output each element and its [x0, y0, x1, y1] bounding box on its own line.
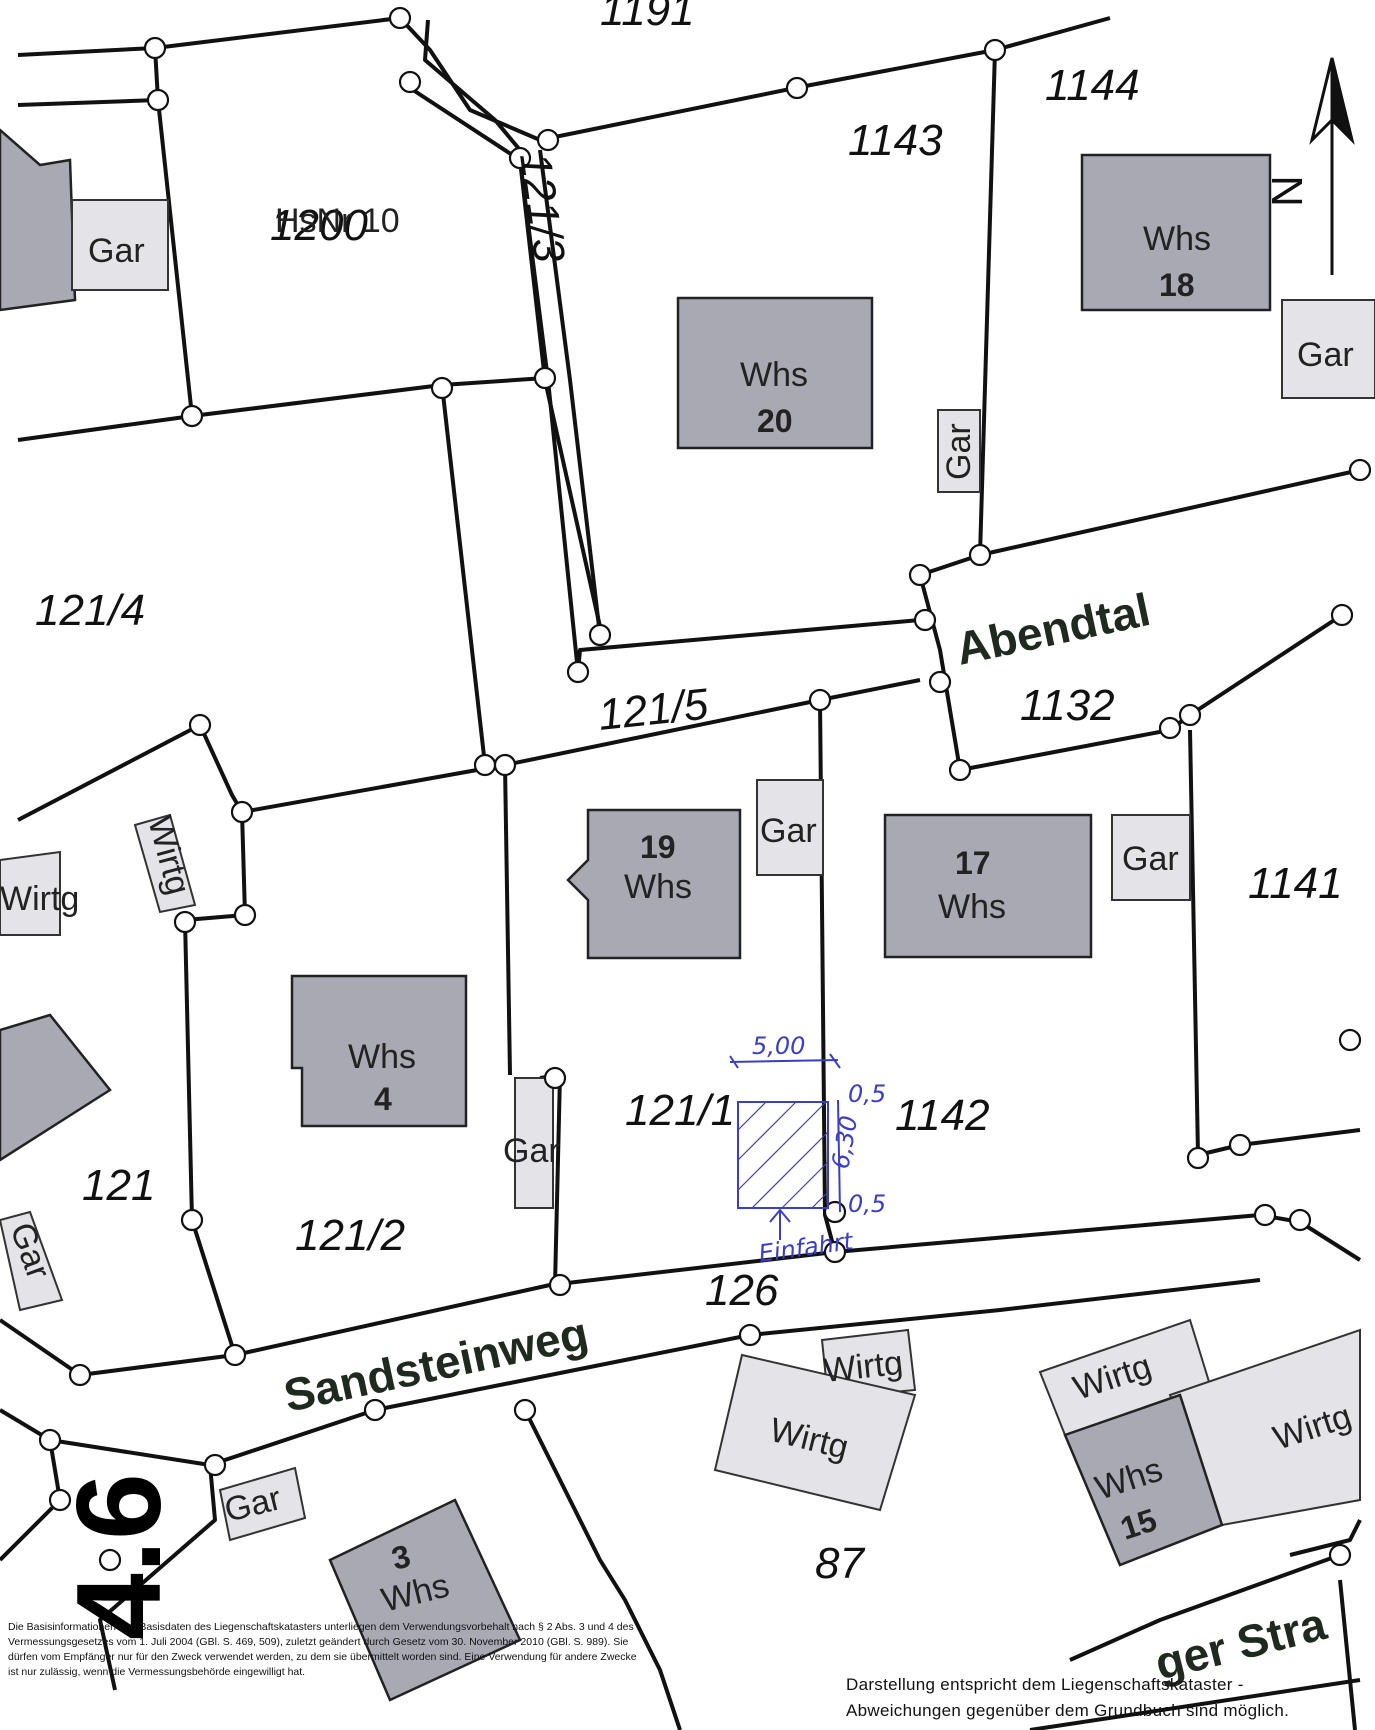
garage-1144 [1281, 299, 1375, 399]
parcel-121-2: 121/2 [295, 1211, 405, 1260]
buildings [0, 128, 1375, 1702]
parcel-1141: 1141 [1248, 859, 1343, 908]
annotation-depth: 6,30 [826, 1114, 863, 1171]
parcel-boundaries [0, 16, 1362, 1730]
building-whs-3 [328, 1498, 522, 1702]
boundary-points [38, 6, 1372, 1572]
annotation-margin-bottom: 0,5 [848, 1190, 886, 1218]
street-sandsteinweg: Sandsteinweg [279, 1307, 592, 1422]
building-whs-4 [290, 974, 468, 1128]
whs20-number: 20 [757, 403, 793, 439]
annotation-access: Einfahrt [757, 1227, 856, 1268]
parcel-1132: 1132 [1020, 681, 1115, 730]
whs20-label: Whs [740, 356, 808, 394]
building-whs-20 [676, 296, 874, 450]
garage-1200 [71, 199, 169, 291]
cadastre-note-line2: Abweichungen gegenüber dem Grundbuch sin… [846, 1701, 1290, 1720]
whs19-number: 19 [640, 829, 676, 865]
building-left-middle [0, 1013, 112, 1162]
parcel-1200: 1200 [270, 201, 368, 250]
parcel-121-3: 121/3 [510, 150, 574, 266]
north-arrow: N [1263, 57, 1355, 275]
parcel-121-5: 121/5 [596, 680, 711, 740]
legal-notice: Die Basisinformationen und Basisdaten de… [8, 1621, 637, 1678]
handwritten-garage-plan: 5,00 0,5 6,30 0,5 Einfahrt [729, 1032, 886, 1268]
annotation-margin-top: 0,5 [848, 1080, 886, 1108]
annotation-width: 5,00 [752, 1032, 805, 1060]
whs19-label: Whs [624, 868, 692, 906]
whs4-label: Whs [348, 1038, 416, 1076]
garage-1200-label: Gar [88, 232, 145, 270]
whs18-label: Whs [1143, 220, 1211, 258]
building-left-edge-top [0, 128, 77, 312]
garage-1144-label: Gar [1297, 336, 1354, 374]
cadastre-note-line1: Darstellung entspricht dem Liegenschafts… [846, 1675, 1244, 1694]
parcel-121: 121 [82, 1161, 155, 1210]
parcel-87: 87 [815, 1539, 865, 1588]
wirtg-left-2 [133, 813, 197, 914]
sheet-number: 4.6 [52, 1473, 186, 1640]
garage-1143-label: Gar [940, 423, 978, 480]
garage-left-bottom [0, 1210, 64, 1312]
wirtg-126-large [713, 1353, 917, 1512]
parcel-1144: 1144 [1045, 61, 1140, 110]
cadastre-note: Darstellung entspricht dem Liegenschafts… [846, 1672, 1366, 1724]
building-labels: HsNr 10 Gar Whs 20 Whs 18 Gar Gar 19 Whs… [0, 202, 1356, 1620]
whs17-label: Whs [938, 888, 1006, 926]
garage-1143 [937, 409, 981, 493]
building-whs-18 [1080, 153, 1272, 312]
whs4-number: 4 [374, 1081, 392, 1117]
wirtg-126-small-label: Wirtg [822, 1344, 905, 1390]
whs17-number: 17 [955, 845, 991, 881]
garage-bottom-left [218, 1466, 307, 1542]
parcel-1143: 1143 [848, 116, 943, 165]
parcel-121-4: 121/4 [35, 586, 145, 635]
garage-121-2-label: Gar [503, 1132, 560, 1170]
whs18-number: 18 [1159, 267, 1195, 303]
building-whs-15 [1063, 1393, 1224, 1567]
parcel-labels: 1191 1144 1143 1200 121/3 121/4 121/5 11… [35, 0, 1343, 1588]
hsnr-label: HsNr 10 [275, 202, 400, 240]
parcel-126: 126 [705, 1266, 779, 1315]
garage-17 [1111, 814, 1191, 901]
north-label: N [1263, 175, 1312, 207]
parcel-121-1: 121/1 [625, 1086, 735, 1135]
wirtg-left-1-label: Wirtg [0, 880, 79, 918]
garage-17-label: Gar [1122, 840, 1179, 878]
garage-121-2 [514, 1077, 554, 1209]
wirtg-left-1 [0, 850, 61, 936]
garage-19 [756, 779, 824, 876]
garage-19-label: Gar [760, 812, 817, 850]
street-abendtal: Abendtal [951, 583, 1154, 675]
parcel-1191: 1191 [600, 0, 695, 35]
parcel-1142: 1142 [895, 1091, 990, 1140]
building-whs-17 [883, 813, 1093, 959]
building-whs-19 [566, 808, 742, 960]
